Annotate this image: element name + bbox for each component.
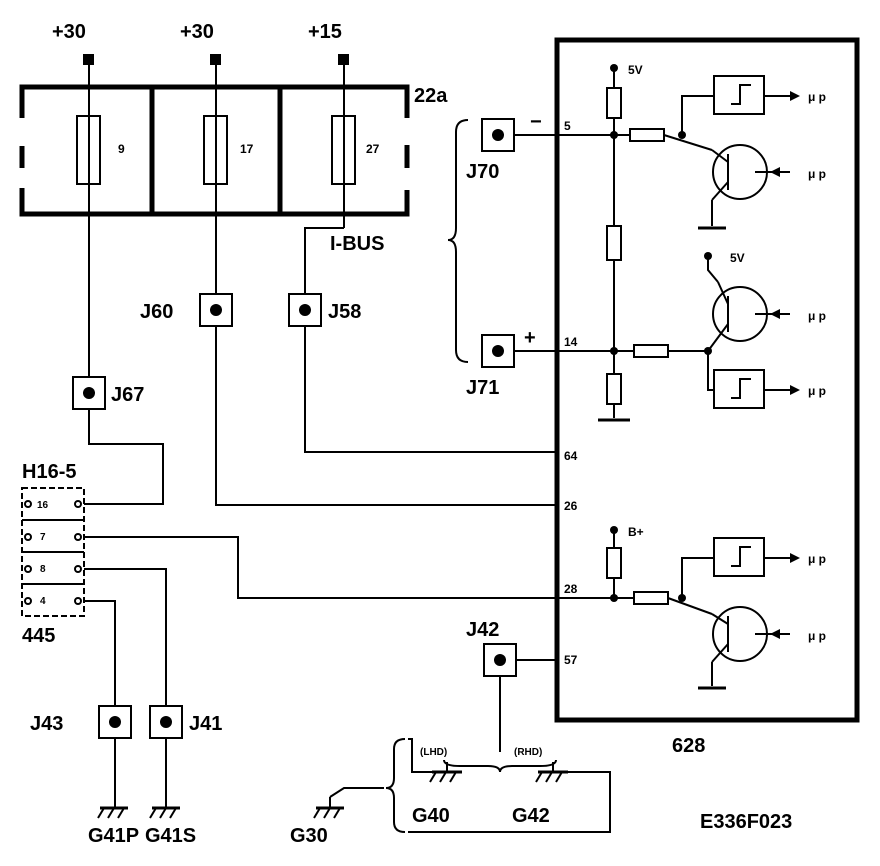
- variant-lhd: (LHD): [420, 747, 447, 758]
- ground-g41p: G41P: [88, 825, 139, 847]
- ground-g42: G42: [512, 805, 550, 827]
- h16-pin-8: 8: [40, 564, 46, 575]
- resistor-pulldown: [606, 373, 622, 405]
- resistor-pullup-1: [606, 87, 622, 119]
- ground-g41s: G41S: [145, 825, 196, 847]
- resistor-series-2: [633, 344, 669, 358]
- figure-code: E336F023: [700, 811, 792, 833]
- module-housing: [554, 37, 860, 723]
- module-name: 628: [672, 735, 705, 757]
- connector-h16-5: H16-5 16 7 8 4 445: [21, 461, 85, 647]
- supply-label-1: +30: [52, 21, 86, 43]
- module-pin-28: 28: [564, 582, 578, 596]
- supply-label-2: +30: [180, 21, 214, 43]
- connectors: J60 J58 J67 J70 − J71 + J42 J43 J41: [30, 111, 542, 739]
- mu-p-output-2: μ p: [808, 384, 826, 398]
- supply-terminal-3: [338, 54, 349, 65]
- mu-p-input-2: μ p: [808, 309, 826, 323]
- h16-pin-4: 4: [40, 596, 46, 607]
- connector-j67-label: J67: [111, 384, 144, 406]
- module-pin-64: 64: [564, 449, 578, 463]
- module-pin-14: 14: [564, 335, 578, 349]
- mu-p-output-3: μ p: [808, 552, 826, 566]
- supply-label-3: +15: [308, 21, 342, 43]
- polarity-plus: +: [524, 327, 536, 349]
- module-5v-label-1: 5V: [628, 63, 643, 77]
- h16-part-number: 445: [22, 625, 55, 647]
- connector-j43-label: J43: [30, 713, 63, 735]
- module-628: 628 5 14 64 26 28 57 5V μ p: [554, 37, 860, 757]
- h16-pin-16: 16: [37, 500, 49, 511]
- supply-terminal-1: [83, 54, 94, 65]
- connector-j70-label: J70: [466, 161, 499, 183]
- ibus-label: I-BUS: [330, 233, 384, 255]
- module-bplus-label: B+: [628, 525, 644, 539]
- supply-terminals: +30 +30 +15: [52, 21, 349, 65]
- mu-p-input-3: μ p: [808, 629, 826, 643]
- resistor-series-3: [633, 591, 669, 605]
- module-pin-5: 5: [564, 119, 571, 133]
- fuse-label-9: 9: [118, 142, 125, 156]
- connector-j41-label: J41: [189, 713, 222, 735]
- polarity-minus: −: [530, 111, 542, 133]
- fuse-box-name: 22a: [414, 85, 448, 107]
- fuse-box: 22a 9 17 27: [19, 84, 448, 217]
- resistor-series-1: [629, 128, 665, 142]
- mu-p-output-1: μ p: [808, 90, 826, 104]
- grounds: G41P G41S G30 G40 (LHD) G42 (RHD): [88, 747, 568, 847]
- connector-j58-label: J58: [328, 301, 361, 323]
- h16-name: H16-5: [22, 461, 76, 483]
- connector-j71-label: J71: [466, 377, 499, 399]
- ground-g40: G40: [412, 805, 450, 827]
- fuse-label-27: 27: [366, 142, 380, 156]
- resistor-divider: [606, 225, 622, 261]
- module-pin-26: 26: [564, 499, 578, 513]
- fuse-label-17: 17: [240, 142, 254, 156]
- connector-j42-label: J42: [466, 619, 499, 641]
- module-5v-label-2: 5V: [730, 251, 745, 265]
- resistor-pullup-3: [606, 547, 622, 579]
- supply-terminal-2: [210, 54, 221, 65]
- module-pin-57: 57: [564, 653, 578, 667]
- connector-j60-label: J60: [140, 301, 173, 323]
- variant-rhd: (RHD): [514, 747, 542, 758]
- ground-g30: G30: [290, 825, 328, 847]
- h16-pin-7: 7: [40, 532, 46, 543]
- mu-p-input-1: μ p: [808, 167, 826, 181]
- braces: [385, 119, 557, 833]
